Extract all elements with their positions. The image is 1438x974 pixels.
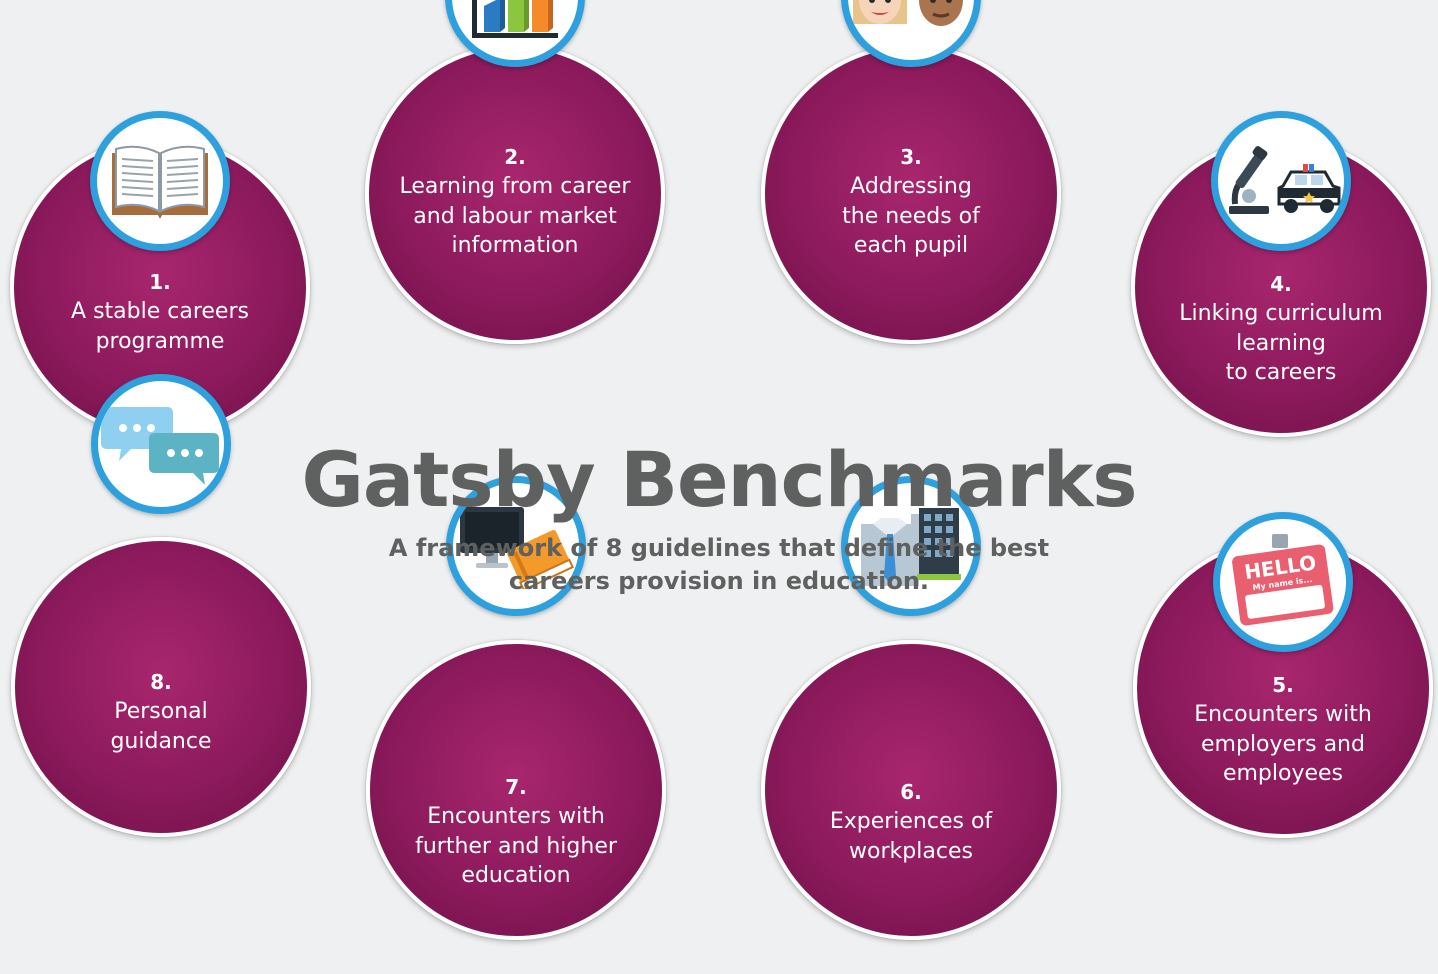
- page-subtitle: A framework of 8 guidelines that define …: [320, 532, 1118, 598]
- benchmark-label-line: Addressing: [850, 174, 972, 199]
- benchmark-label-line: and labour market: [413, 203, 617, 229]
- benchmark-4: 4. Linking curriculum learning to careers: [1131, 111, 1431, 437]
- benchmark-icon-badge: [90, 111, 230, 251]
- benchmark-number: 6.: [900, 780, 922, 804]
- benchmark-circle: [11, 537, 311, 837]
- benchmark-text: 2. Learning from career and labour market i…: [395, 142, 635, 261]
- benchmark-label: Linking curriculum learning to careers: [1161, 299, 1401, 388]
- benchmark-8: 8. Personal guidance: [11, 374, 311, 837]
- people-icon: [852, 0, 963, 26]
- benchmark-label: Addressing the needs of each pupil: [791, 172, 1031, 261]
- computer-book-icon: [460, 507, 574, 589]
- benchmark-label: Encounters with employers and employees: [1163, 700, 1403, 789]
- benchmark-number: 4.: [1270, 272, 1292, 296]
- benchmark-5: HELLO My name is... 5. Encounters with emp…: [1133, 512, 1433, 838]
- benchmark-1: 1. A stable careers programme: [10, 111, 310, 437]
- benchmark-label: Encounters with further and higher educati…: [396, 802, 636, 891]
- benchmark-number: 7.: [505, 775, 527, 799]
- benchmark-label-line: guidance: [110, 728, 212, 754]
- benchmark-number: 1.: [149, 270, 171, 294]
- benchmark-label: Learning from career and labour market inf…: [395, 172, 635, 261]
- benchmark-icon-badge: [841, 476, 981, 616]
- benchmark-icon-badge: [446, 476, 586, 616]
- benchmark-label-line: learning: [1236, 330, 1326, 356]
- benchmark-icon-badge: [1211, 111, 1351, 251]
- benchmark-label-line: Learning from career: [399, 174, 631, 199]
- benchmark-number: 3.: [900, 145, 922, 169]
- benchmark-3: 3. Addressing the needs of each pupil: [761, 0, 1061, 344]
- benchmark-label: A stable careers programme: [40, 297, 280, 356]
- benchmark-label-line: further and higher: [415, 833, 617, 859]
- benchmark-text: 5. Encounters with employers and employees: [1163, 670, 1403, 789]
- benchmark-text: 3. Addressing the needs of each pupil: [791, 142, 1031, 261]
- benchmark-label-line: employees: [1222, 761, 1344, 786]
- benchmark-label-line: the needs of: [842, 203, 980, 229]
- benchmark-label-line: Linking curriculum: [1179, 301, 1383, 326]
- benchmark-label-line: Personal: [114, 699, 208, 724]
- benchmark-label-line: education: [461, 863, 571, 888]
- benchmark-text: 6. Experiences of workplaces: [791, 777, 1031, 866]
- benchmark-label-line: each pupil: [853, 233, 969, 258]
- benchmark-text: 8. Personal guidance: [41, 667, 281, 756]
- benchmark-label-line: Encounters with: [427, 804, 605, 829]
- benchmark-6: 6. Experiences of workplaces: [761, 476, 1061, 940]
- benchmark-number: 8.: [150, 670, 172, 694]
- benchmark-2: 2. Learning from career and labour market i…: [365, 0, 665, 344]
- name-badge-icon: HELLO My name is...: [1232, 534, 1334, 626]
- benchmark-circle: [365, 44, 665, 344]
- benchmark-label-line: Encounters with: [1194, 702, 1372, 727]
- benchmark-icon-badge: HELLO My name is...: [1213, 512, 1353, 652]
- benchmark-label-line: A stable careers: [71, 299, 249, 324]
- page-title: Gatsby Benchmarks: [301, 435, 1137, 524]
- benchmark-label-line: employers and: [1201, 731, 1365, 757]
- benchmark-7: 7. Encounters with further and higher educa…: [366, 476, 666, 940]
- benchmark-label: Personal guidance: [41, 697, 281, 756]
- book-icon: [112, 145, 208, 219]
- subtitle-line: careers provision in education.: [508, 567, 930, 595]
- benchmark-text: 7. Encounters with further and higher educa…: [396, 772, 636, 891]
- benchmark-text: 4. Linking curriculum learning to careers: [1161, 269, 1401, 388]
- benchmark-circle: [761, 640, 1061, 940]
- subtitle-line: A framework of 8 guidelines that define …: [388, 534, 1050, 562]
- benchmark-icon-badge: [91, 374, 231, 514]
- bar-chart-icon: [472, 0, 558, 38]
- benchmark-text: 1. A stable careers programme: [40, 267, 280, 356]
- benchmark-label: Experiences of workplaces: [791, 807, 1031, 866]
- benchmark-label-line: workplaces: [849, 838, 973, 864]
- office-building-icon: [861, 508, 961, 586]
- benchmark-label-line: to careers: [1225, 360, 1337, 385]
- speech-bubbles-icon: [101, 407, 219, 485]
- benchmark-label-line: Experiences of: [829, 809, 993, 834]
- benchmark-number: 2.: [504, 145, 526, 169]
- benchmark-circle: [366, 640, 666, 940]
- microscope-police-car-icon: [1229, 146, 1341, 214]
- benchmark-label-line: information: [451, 233, 579, 258]
- benchmark-label-line: programme: [95, 328, 225, 354]
- benchmark-number: 5.: [1272, 673, 1294, 697]
